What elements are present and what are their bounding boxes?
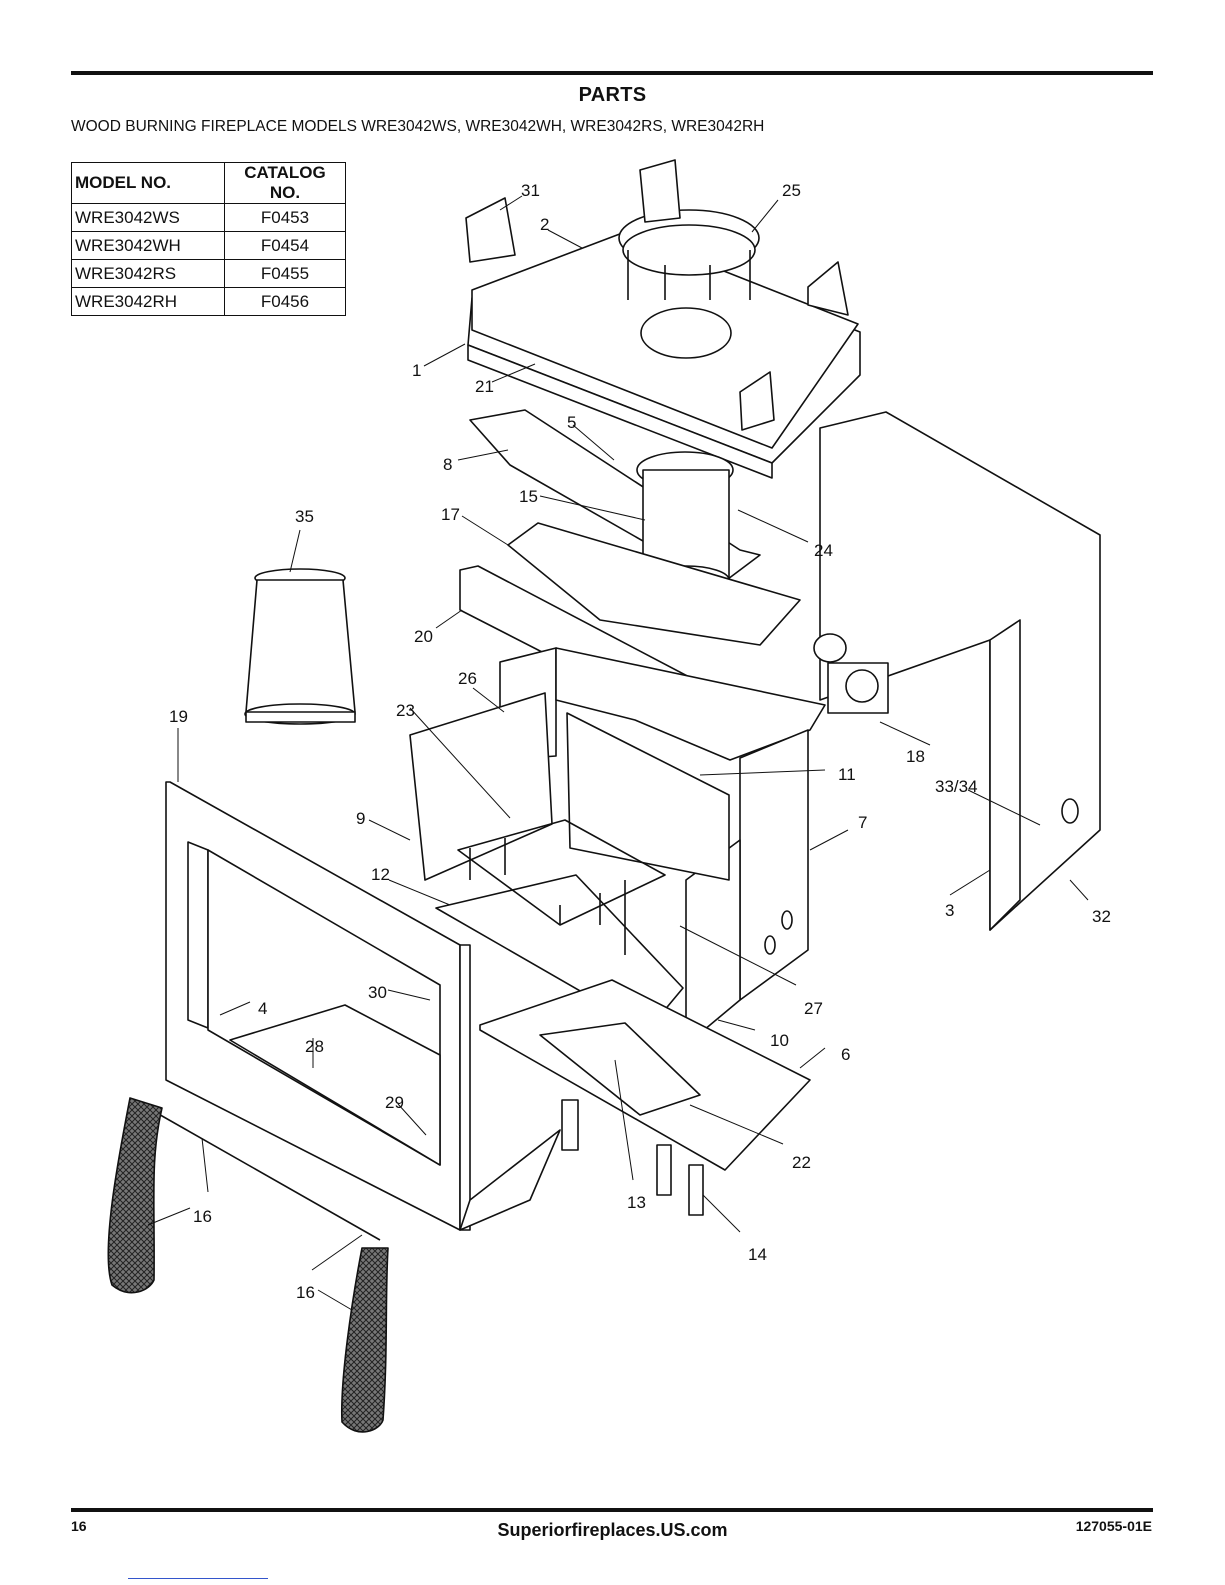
callout-11: 11 (838, 765, 856, 784)
mesh-screens (107, 1097, 389, 1433)
callout-13: 13 (627, 1193, 646, 1212)
chimney-liner (244, 568, 356, 725)
header-catalog-no: CATALOG NO. (224, 162, 346, 204)
callout-15: 15 (519, 487, 538, 506)
callout-16-right: 16 (296, 1283, 315, 1302)
callout-2: 2 (540, 215, 549, 234)
outer-side-panel (813, 411, 1101, 931)
callout-4: 4 (258, 999, 267, 1018)
table-row: WRE3042WS F0453 (71, 203, 346, 232)
callout-20: 20 (414, 627, 433, 646)
callout-3: 3 (945, 901, 954, 920)
part-callouts: 31 2 25 1 21 5 8 15 17 24 35 20 26 23 19… (169, 181, 1111, 1302)
callout-12: 12 (371, 865, 390, 884)
callout-7: 7 (858, 813, 867, 832)
table-row: WRE3042RS F0455 (71, 259, 346, 288)
model-catalog-table: MODEL NO. CATALOG NO. WRE3042WS F0453 WR… (71, 162, 346, 316)
callout-28: 28 (305, 1037, 324, 1056)
catalog-cell: F0456 (224, 287, 346, 316)
callout-24: 24 (814, 541, 833, 560)
page-number: 16 (71, 1518, 87, 1534)
website-link[interactable]: Superiorfireplaces.US.com (497, 1520, 728, 1540)
fireplace-grate (457, 819, 666, 955)
callout-8: 8 (443, 455, 452, 474)
callout-30: 30 (368, 983, 387, 1002)
table-row: WRE3042RH F0456 (71, 287, 346, 316)
callout-16-left: 16 (193, 1207, 212, 1226)
front-frame (165, 781, 561, 1231)
callout-1: 1 (412, 361, 421, 380)
callout-14: 14 (748, 1245, 767, 1264)
top-rule (71, 71, 1153, 75)
firebox-shell (499, 647, 826, 1046)
callout-17: 17 (441, 505, 460, 524)
callout-25: 25 (782, 181, 801, 200)
callout-6: 6 (841, 1045, 850, 1064)
table-header-row: MODEL NO. CATALOG NO. (71, 162, 346, 204)
catalog-cell: F0453 (224, 203, 346, 232)
callout-5: 5 (567, 413, 576, 432)
callout-9: 9 (356, 809, 365, 828)
support-legs (561, 1099, 704, 1216)
catalog-cell: F0454 (224, 231, 346, 260)
bottom-rule (71, 1508, 1153, 1512)
callout-23: 23 (396, 701, 415, 720)
callout-33-34: 33/34 (935, 777, 978, 796)
callout-26: 26 (458, 669, 477, 688)
callout-22: 22 (792, 1153, 811, 1172)
callout-27: 27 (804, 999, 823, 1018)
callout-18: 18 (906, 747, 925, 766)
model-cell: WRE3042RH (71, 287, 225, 316)
top-panel-assembly (465, 159, 861, 479)
callout-35: 35 (295, 507, 314, 526)
document-number: 127055-01E (1075, 1518, 1152, 1534)
callout-29: 29 (385, 1093, 404, 1112)
hyperlink-underline (128, 1578, 268, 1579)
callout-31: 31 (521, 181, 540, 200)
callout-10: 10 (770, 1031, 789, 1050)
callout-32: 32 (1092, 907, 1111, 926)
page-subtitle: WOOD BURNING FIREPLACE MODELS WRE3042WS,… (71, 118, 765, 135)
callout-21: 21 (475, 377, 494, 396)
bottom-base-panel (479, 979, 811, 1171)
callout-19: 19 (169, 707, 188, 726)
model-cell: WRE3042RS (71, 259, 225, 288)
leader-lines (147, 195, 1089, 1311)
page-title: PARTS (578, 84, 647, 106)
